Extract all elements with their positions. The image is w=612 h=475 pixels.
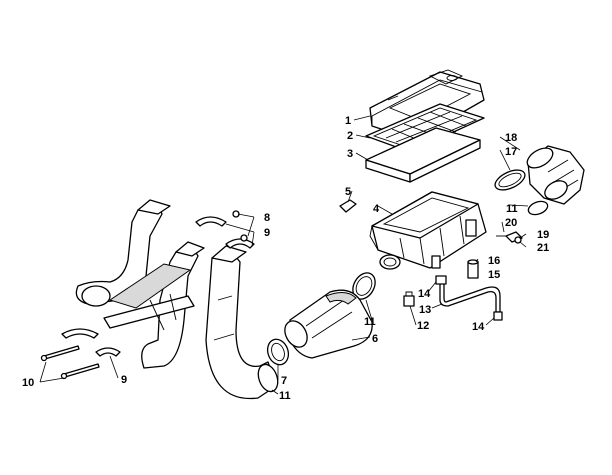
callout-17: 17 (505, 146, 517, 158)
sensor (496, 231, 523, 244)
callout-8: 8 (264, 212, 270, 224)
callout-18: 18 (505, 132, 517, 144)
fitting-14-right (493, 311, 503, 321)
callout-20: 20 (505, 217, 517, 229)
callout-7: 7 (281, 375, 287, 387)
callout-5: 5 (345, 186, 351, 198)
drain-hose (439, 281, 501, 313)
clamp-17 (494, 169, 526, 191)
airbox-housing (369, 191, 487, 270)
callout-16: 16 (488, 255, 500, 267)
callout-numbers: 1 2 3 4 5 6 7 8 9 9 10 11 11 11 12 13 14… (22, 115, 549, 402)
callout-9-lower: 9 (121, 374, 127, 386)
callout-11-bottom: 11 (279, 390, 291, 402)
callout-13: 13 (419, 304, 431, 316)
callout-14-right: 14 (472, 321, 485, 333)
rear-intake-assembly (75, 199, 205, 369)
intake-boot (526, 145, 585, 205)
callout-12: 12 (417, 320, 429, 332)
callout-3: 3 (347, 148, 353, 160)
callout-9-upper: 9 (264, 227, 270, 239)
air-filter (365, 127, 481, 183)
drain-valve (467, 259, 479, 279)
callout-21: 21 (537, 242, 549, 254)
fitting-14-left (435, 275, 447, 285)
callout-6: 6 (372, 333, 378, 345)
callout-1: 1 (345, 115, 351, 127)
callout-11-mid: 11 (364, 316, 376, 328)
leader-lines (39, 115, 529, 395)
callout-11-right: 11 (506, 203, 518, 215)
front-elbow-duct (205, 245, 279, 400)
clamp-11-right (527, 200, 549, 216)
callout-2: 2 (347, 130, 353, 142)
callout-19: 19 (537, 229, 549, 241)
screws (40, 345, 100, 380)
clamp-9-lower (61, 328, 121, 357)
drain-cap (403, 291, 415, 307)
clamp-7 (266, 338, 290, 366)
callout-14-left: 14 (418, 288, 431, 300)
callout-10: 10 (22, 377, 34, 389)
clip (339, 199, 357, 213)
intake-duct (284, 289, 373, 359)
callout-4: 4 (373, 203, 380, 215)
callout-15: 15 (488, 269, 500, 281)
